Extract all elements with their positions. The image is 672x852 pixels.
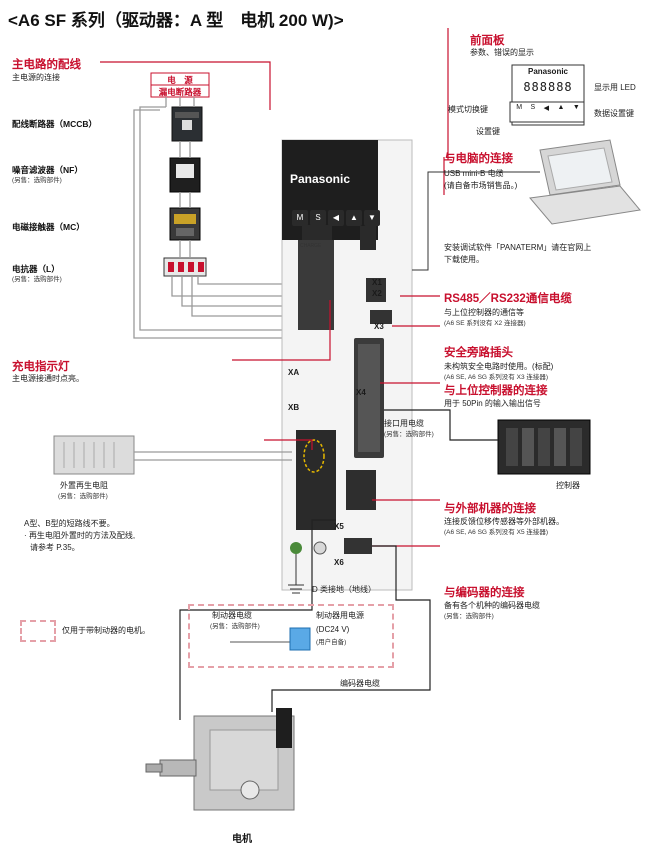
nf-label: 噪音滤波器（NF） <box>12 165 83 175</box>
safety-heading: 安全旁路插头 <box>444 347 513 359</box>
front-panel-brand: Panasonic <box>527 67 568 76</box>
mode-key-label: 模式切换键 <box>448 105 488 114</box>
laptop-device <box>529 139 641 225</box>
external-note: (A6 SE, A6 SG 系列没有 X5 连接器) <box>444 529 549 536</box>
connector-x6: X6 <box>334 558 344 567</box>
led-digits: 888888 <box>523 80 573 94</box>
driver-key-up[interactable]: ▲ <box>346 210 362 226</box>
display-led-label: 显示用 LED <box>594 83 636 92</box>
page-title: <A6 SF 系列（驱动器：A 型 电机 200 W)> <box>8 11 344 30</box>
driver-key-m[interactable]: M <box>292 210 308 226</box>
connector-x1: X1 <box>372 278 382 287</box>
connector-x3: X3 <box>374 322 384 331</box>
contactor-device <box>169 207 201 241</box>
encoder-note: (另售：选购部件) <box>444 613 494 620</box>
encoder-desc: 备有各个机种的编码器电缆 <box>444 601 540 610</box>
noise-filter-device <box>169 157 201 193</box>
brake-cable-note: (另售：选购部件) <box>210 623 260 630</box>
legend-swatch <box>20 620 56 642</box>
motor-label: 电机 <box>232 834 252 845</box>
rs485-note: (A6 SE 系列没有 X2 连接器) <box>444 320 526 327</box>
regen-resistor-device <box>53 435 292 475</box>
short-note-2: · 再生电阻外置时的方法及配线, <box>24 531 136 540</box>
brake-cable-label: 制动器电缆 <box>212 611 252 620</box>
brake-power-label: 制动器用电源 <box>316 611 364 620</box>
main-circuit-heading: 主电路的配线 <box>12 59 81 71</box>
encoder-cable-label: 编码器电缆 <box>340 679 380 688</box>
motor-device <box>145 708 295 811</box>
charge-label: CHARGE <box>300 243 322 249</box>
pc-note: (请自备市场销售品。) <box>444 181 518 190</box>
external-heading: 与外部机器的连接 <box>444 503 536 515</box>
brake-user-note: (用户自备) <box>316 639 347 646</box>
panel-key-left[interactable]: ◀ <box>543 105 549 112</box>
rs485-desc: 与上位控制器的通信等 <box>444 308 524 317</box>
reactor-device <box>163 257 207 277</box>
panel-key-down[interactable]: ▼ <box>572 104 580 111</box>
reactor-label: 电抗器（L） <box>12 264 60 274</box>
connector-x5: X5 <box>334 522 344 531</box>
connector-x2: X2 <box>372 289 382 298</box>
main-power-desc: 主电源的连接 <box>12 73 60 82</box>
safety-desc: 未构筑安全电路时使用。(标配) <box>444 362 554 371</box>
brake-area <box>188 604 394 668</box>
driver-key-left[interactable]: ◀ <box>328 210 344 226</box>
controller-device <box>497 419 591 475</box>
driver-unit <box>281 139 413 591</box>
reactor-note: (另售：选购部件) <box>12 276 62 283</box>
nf-note: (另售：选购部件) <box>12 177 62 184</box>
interface-cable-label: 接口用电缆 <box>384 419 424 428</box>
front-panel-keys: M S ◀ ▲ ▼ <box>512 104 584 112</box>
pc-cable: USB mini-B 电缆 <box>444 169 504 178</box>
safety-note: (A6 SE, A6 SG 系列没有 X3 连接器) <box>444 374 549 381</box>
connector-x4: X4 <box>356 388 366 397</box>
panel-key-m[interactable]: M <box>516 104 523 111</box>
pc-software-2: 下载使用。 <box>444 255 484 264</box>
host-heading: 与上位控制器的连接 <box>444 385 548 397</box>
panel-key-up[interactable]: ▲ <box>557 104 565 111</box>
data-key-label: 数据设置键 <box>594 109 634 118</box>
leakage-breaker-label: 漏电断路器 <box>158 87 202 97</box>
power-label: 电 源 <box>167 75 193 85</box>
set-key-label: 设置键 <box>476 127 500 136</box>
driver-brand: Panasonic <box>290 172 351 186</box>
brake-voltage: (DC24 V) <box>316 625 350 634</box>
legend-text: 仅用于带制动器的电机。 <box>62 626 150 635</box>
driver-key-s[interactable]: S <box>310 210 326 226</box>
mccb-label: 配线断路器（MCCB） <box>12 119 97 129</box>
ground-label: D 类接地（地线） <box>312 585 376 594</box>
encoder-heading: 与编码器的连接 <box>444 587 525 599</box>
front-panel-heading: 前面板 <box>470 35 505 47</box>
host-desc: 用于 50Pin 的输入输出信号 <box>444 399 541 408</box>
regen-resistor-label: 外置再生电阻 <box>60 481 108 490</box>
brake-power-box <box>289 627 311 651</box>
connector-xa: XA <box>288 368 300 377</box>
pc-heading: 与电脑的连接 <box>444 153 513 165</box>
panel-key-s[interactable]: S <box>530 104 536 111</box>
rs485-heading: RS485／RS232通信电缆 <box>444 293 572 305</box>
driver-key-down[interactable]: ▼ <box>364 210 380 226</box>
regen-resistor-note: (另售：选购部件) <box>58 493 108 500</box>
charge-lamp-desc: 主电源接通时点亮。 <box>12 374 84 383</box>
interface-cable-note: (另售：选购部件) <box>384 431 434 438</box>
mccb-device <box>171 106 203 142</box>
mc-label: 电磁接触器（MC） <box>12 222 85 232</box>
external-desc: 连接反馈位移传感器等外部机器。 <box>444 517 564 526</box>
connector-xb: XB <box>288 403 300 412</box>
controller-label: 控制器 <box>556 481 580 490</box>
ground-symbol <box>288 554 304 594</box>
short-note-3: 请参考 P.35。 <box>30 543 80 552</box>
charge-lamp-heading: 充电指示灯 <box>12 361 70 373</box>
pc-software: 安装调试软件「PANATERM」请在官网上 <box>444 243 592 252</box>
front-panel-desc: 参数、错误的显示 <box>470 48 534 57</box>
short-note-1: A型、B型的短路线不要。 <box>24 519 115 528</box>
